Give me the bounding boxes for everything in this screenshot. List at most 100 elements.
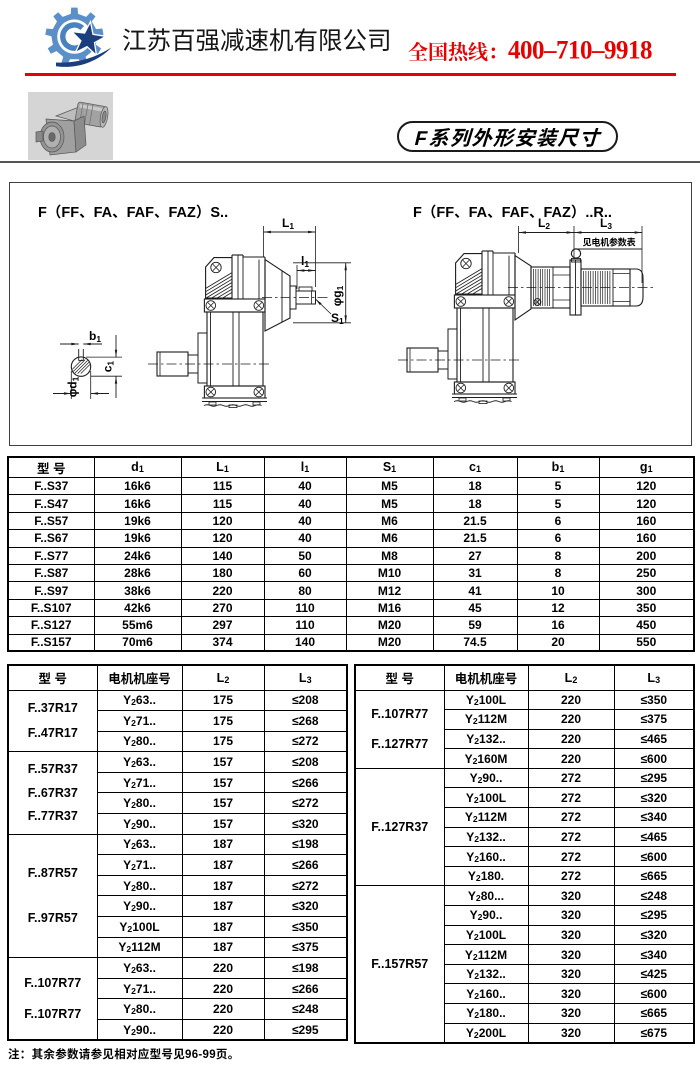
dim-label-l1: l1 [301, 254, 309, 269]
table-cell: Y2100L [96, 916, 183, 938]
model-label: F..57R37 [27, 762, 78, 777]
table-cell: M6 [345, 529, 434, 548]
table-cell: Y290.. [96, 1019, 183, 1041]
table-cell: F..S47 [7, 494, 95, 513]
table-cell: Y2180. [443, 865, 529, 887]
table-cell: 60 [263, 563, 347, 583]
dim-label-S1: S1 [331, 311, 344, 326]
table-cell: 110 [263, 616, 347, 635]
drawing-canvas: L1 l1 φg1 S1 b1 [10, 183, 691, 445]
table-cell: Y271.. [96, 854, 183, 876]
table-cell: Y290.. [96, 813, 183, 835]
table-cell: ≤208 [263, 689, 348, 712]
table-cell: 74.5 [432, 633, 518, 652]
table-row: Y2160..320≤600 [355, 983, 695, 1004]
table-cell: 175 [181, 730, 265, 753]
table-cell: 110 [263, 598, 347, 618]
table-cell: Y280.. [96, 730, 183, 753]
table-row: Y290..320≤295 [355, 905, 695, 926]
table-cell: 220 [180, 581, 265, 600]
table-cell: 41 [432, 581, 518, 600]
table-cell: ≤320 [263, 895, 348, 918]
table-cell: 5 [516, 494, 600, 513]
table-cell: ≤600 [613, 846, 695, 867]
table-cell: 24k6 [93, 546, 182, 565]
column-header: c1 [432, 456, 518, 478]
table-cell: F..S67 [7, 529, 95, 548]
left-drawing: L1 l1 φg1 S1 [148, 216, 351, 408]
table-row: Y280..220≤248 [8, 998, 348, 1020]
table-cell: 28k6 [93, 563, 182, 583]
table-cell: 297 [180, 616, 265, 635]
table-cell: Y2160M [443, 748, 529, 769]
table-cell: 55m6 [93, 616, 182, 635]
table-cell: Y2112M [443, 944, 529, 965]
table-cell: M5 [345, 494, 434, 513]
swoosh-icon [56, 47, 112, 67]
table-cell: 120 [180, 511, 265, 531]
table-cell: 320 [527, 963, 615, 985]
table-cell: M10 [345, 563, 434, 583]
table-cell: 12 [516, 598, 600, 618]
table-cell: Y280.. [96, 792, 183, 815]
table-cell: Y271.. [96, 771, 183, 794]
table-cell: F..S157 [7, 633, 95, 652]
table-cell: 8 [516, 546, 600, 565]
table-cell: 250 [598, 563, 695, 583]
table-cell: 220 [527, 709, 615, 730]
table-cell: 115 [180, 476, 265, 496]
table-cell: ≤272 [263, 730, 348, 753]
table-cell: ≤665 [613, 865, 695, 887]
table-cell: 120 [598, 494, 695, 513]
table-cell: Y2132.. [443, 728, 529, 750]
table-cell: M16 [345, 598, 434, 618]
table-cell: ≤665 [613, 1003, 695, 1024]
table-cell: Y2112M [96, 936, 183, 959]
table-cell: Y2132.. [443, 963, 529, 985]
model-group-cell: F..127R37 [354, 767, 445, 887]
dim-label-b1: b1 [89, 329, 101, 344]
table-cell: 120 [598, 476, 695, 496]
table-cell: F..S107 [7, 598, 95, 618]
table-cell: 5 [516, 476, 600, 496]
table-cell: Y271.. [96, 710, 183, 732]
table-cell: 374 [180, 633, 265, 652]
table-cell: ≤465 [613, 728, 695, 750]
table-row: Y2180..320≤665 [355, 1003, 695, 1024]
table-cell: ≤320 [263, 813, 348, 835]
table-cell: 21.5 [432, 511, 518, 531]
table-cell: Y2100L [443, 689, 529, 711]
table-cell: ≤198 [263, 957, 348, 979]
table-row: Y271..157≤266 [8, 771, 348, 794]
left-drawing-title: F（FF、FA、FAF、FAZ）S.. [38, 204, 228, 221]
table-cell: Y263.. [96, 957, 183, 979]
table-cell: 20 [516, 633, 600, 652]
table-cell: M12 [345, 581, 434, 600]
table-cell: Y280.. [96, 998, 183, 1020]
table-cell: ≤295 [613, 767, 695, 789]
table-cell: 16k6 [93, 476, 182, 496]
table-cell: ≤425 [613, 963, 695, 985]
table-row: Y2180.272≤665 [355, 865, 695, 887]
table-cell: 175 [181, 689, 265, 712]
table-cell: M8 [345, 546, 434, 565]
column-header: S1 [345, 456, 434, 478]
table-cell: M20 [345, 633, 434, 652]
model-label: F..127R37 [371, 819, 429, 834]
